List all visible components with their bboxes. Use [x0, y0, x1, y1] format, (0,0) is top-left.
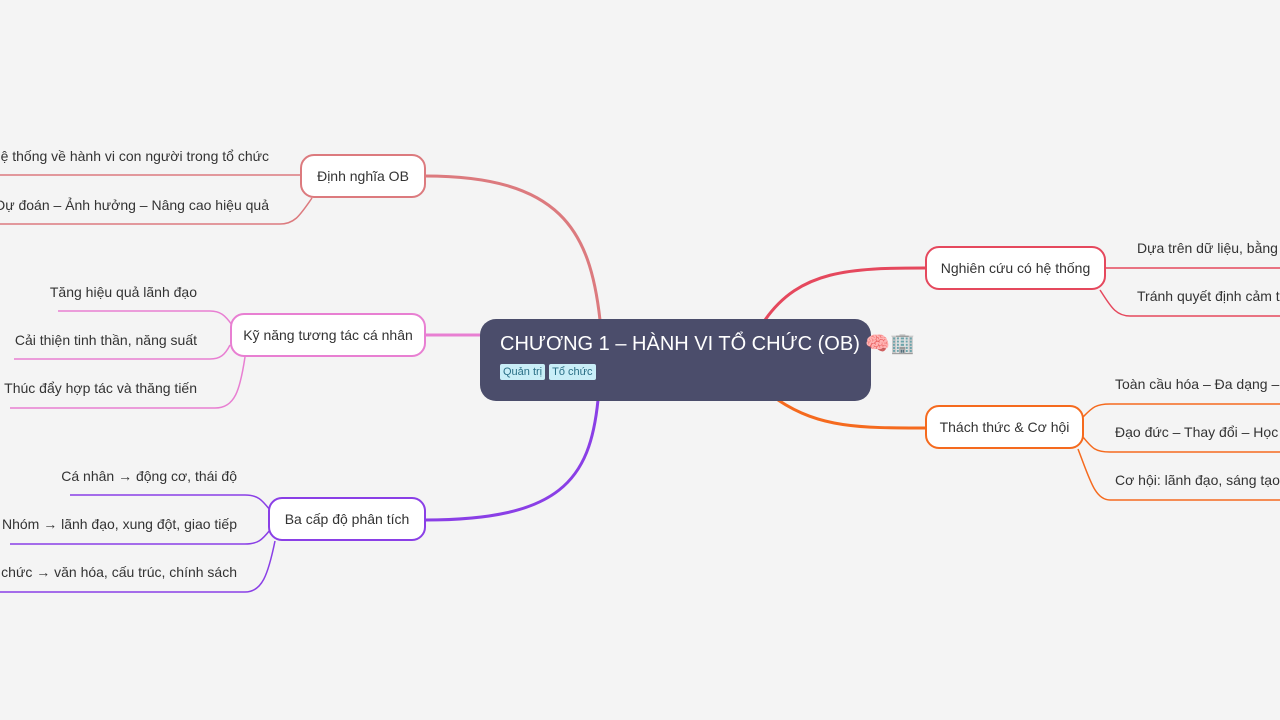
leaf-nghien-cuu-2[interactable]: Tránh quyết định cảm tí: [1137, 288, 1280, 304]
leaf-line: [10, 529, 271, 545]
topic-ba-cap-do[interactable]: Ba cấp độ phân tích: [268, 497, 426, 541]
leaf-line: [58, 310, 233, 326]
leaf-ky-nang-3[interactable]: Thúc đẩy hợp tác và thăng tiến: [4, 380, 197, 396]
topic-dinh-nghia-ob[interactable]: Định nghĩa OB: [300, 154, 426, 198]
topic-ky-nang[interactable]: Kỹ năng tương tác cá nhân: [230, 313, 426, 357]
leaf-line: [1099, 289, 1280, 317]
leaf-dinh-nghia-1[interactable]: ó hệ thống về hành vi con người trong tổ…: [0, 148, 269, 164]
leaf-line: [70, 494, 271, 511]
central-title: CHƯƠNG 1 – HÀNH VI TỔ CHỨC (OB) 🧠🏢: [500, 333, 916, 355]
leaf-ky-nang-2[interactable]: Cải thiện tinh thần, năng suất: [14, 332, 197, 348]
leaf-line: [1077, 448, 1280, 501]
branch-line-ba-cap: [424, 399, 600, 522]
leaf-line: [1082, 403, 1280, 418]
leaf-thach-thuc-1[interactable]: Toàn cầu hóa – Đa dạng – Cô: [1115, 376, 1280, 392]
tag-quan-tri[interactable]: Quản trị: [500, 364, 546, 380]
leaf-dinh-nghia-2[interactable]: u – Dự đoán – Ảnh hưởng – Nâng cao hiệu …: [0, 197, 269, 213]
leaf-line: [10, 356, 246, 409]
leaf-line: [1082, 436, 1280, 453]
branch-line-dinh-nghia: [424, 174, 602, 321]
leaf-ba-cap-3[interactable]: Tổ chức → văn hóa, cấu trúc, chính sách: [0, 564, 237, 580]
branch-line-nghien-cuu: [763, 266, 926, 321]
leaf-thach-thuc-3[interactable]: Cơ hội: lãnh đạo, sáng tạo, v: [1115, 472, 1280, 488]
leaf-ky-nang-1[interactable]: Tăng hiệu quả lãnh đạo: [49, 284, 197, 300]
leaf-line: [14, 344, 231, 360]
branch-line-thach-thuc: [777, 398, 926, 430]
topic-thach-thuc[interactable]: Thách thức & Cơ hội: [925, 405, 1084, 449]
central-topic[interactable]: CHƯƠNG 1 – HÀNH VI TỔ CHỨC (OB) 🧠🏢 Quản …: [480, 319, 916, 401]
leaf-ba-cap-2[interactable]: Nhóm → lãnh đạo, xung đột, giao tiếp: [1, 516, 237, 532]
leaf-nghien-cuu-1[interactable]: Dựa trên dữ liệu, bằng ch: [1137, 240, 1280, 256]
leaf-thach-thuc-2[interactable]: Đạo đức – Thay đổi – Học tậ: [1115, 424, 1280, 440]
topic-nghien-cuu[interactable]: Nghiên cứu có hệ thống: [925, 246, 1106, 290]
tag-to-chuc[interactable]: Tổ chức: [549, 364, 596, 380]
leaf-line: [0, 197, 313, 225]
leaf-ba-cap-1[interactable]: Cá nhân → động cơ, thái độ: [61, 468, 237, 484]
leaf-line: [0, 540, 276, 593]
